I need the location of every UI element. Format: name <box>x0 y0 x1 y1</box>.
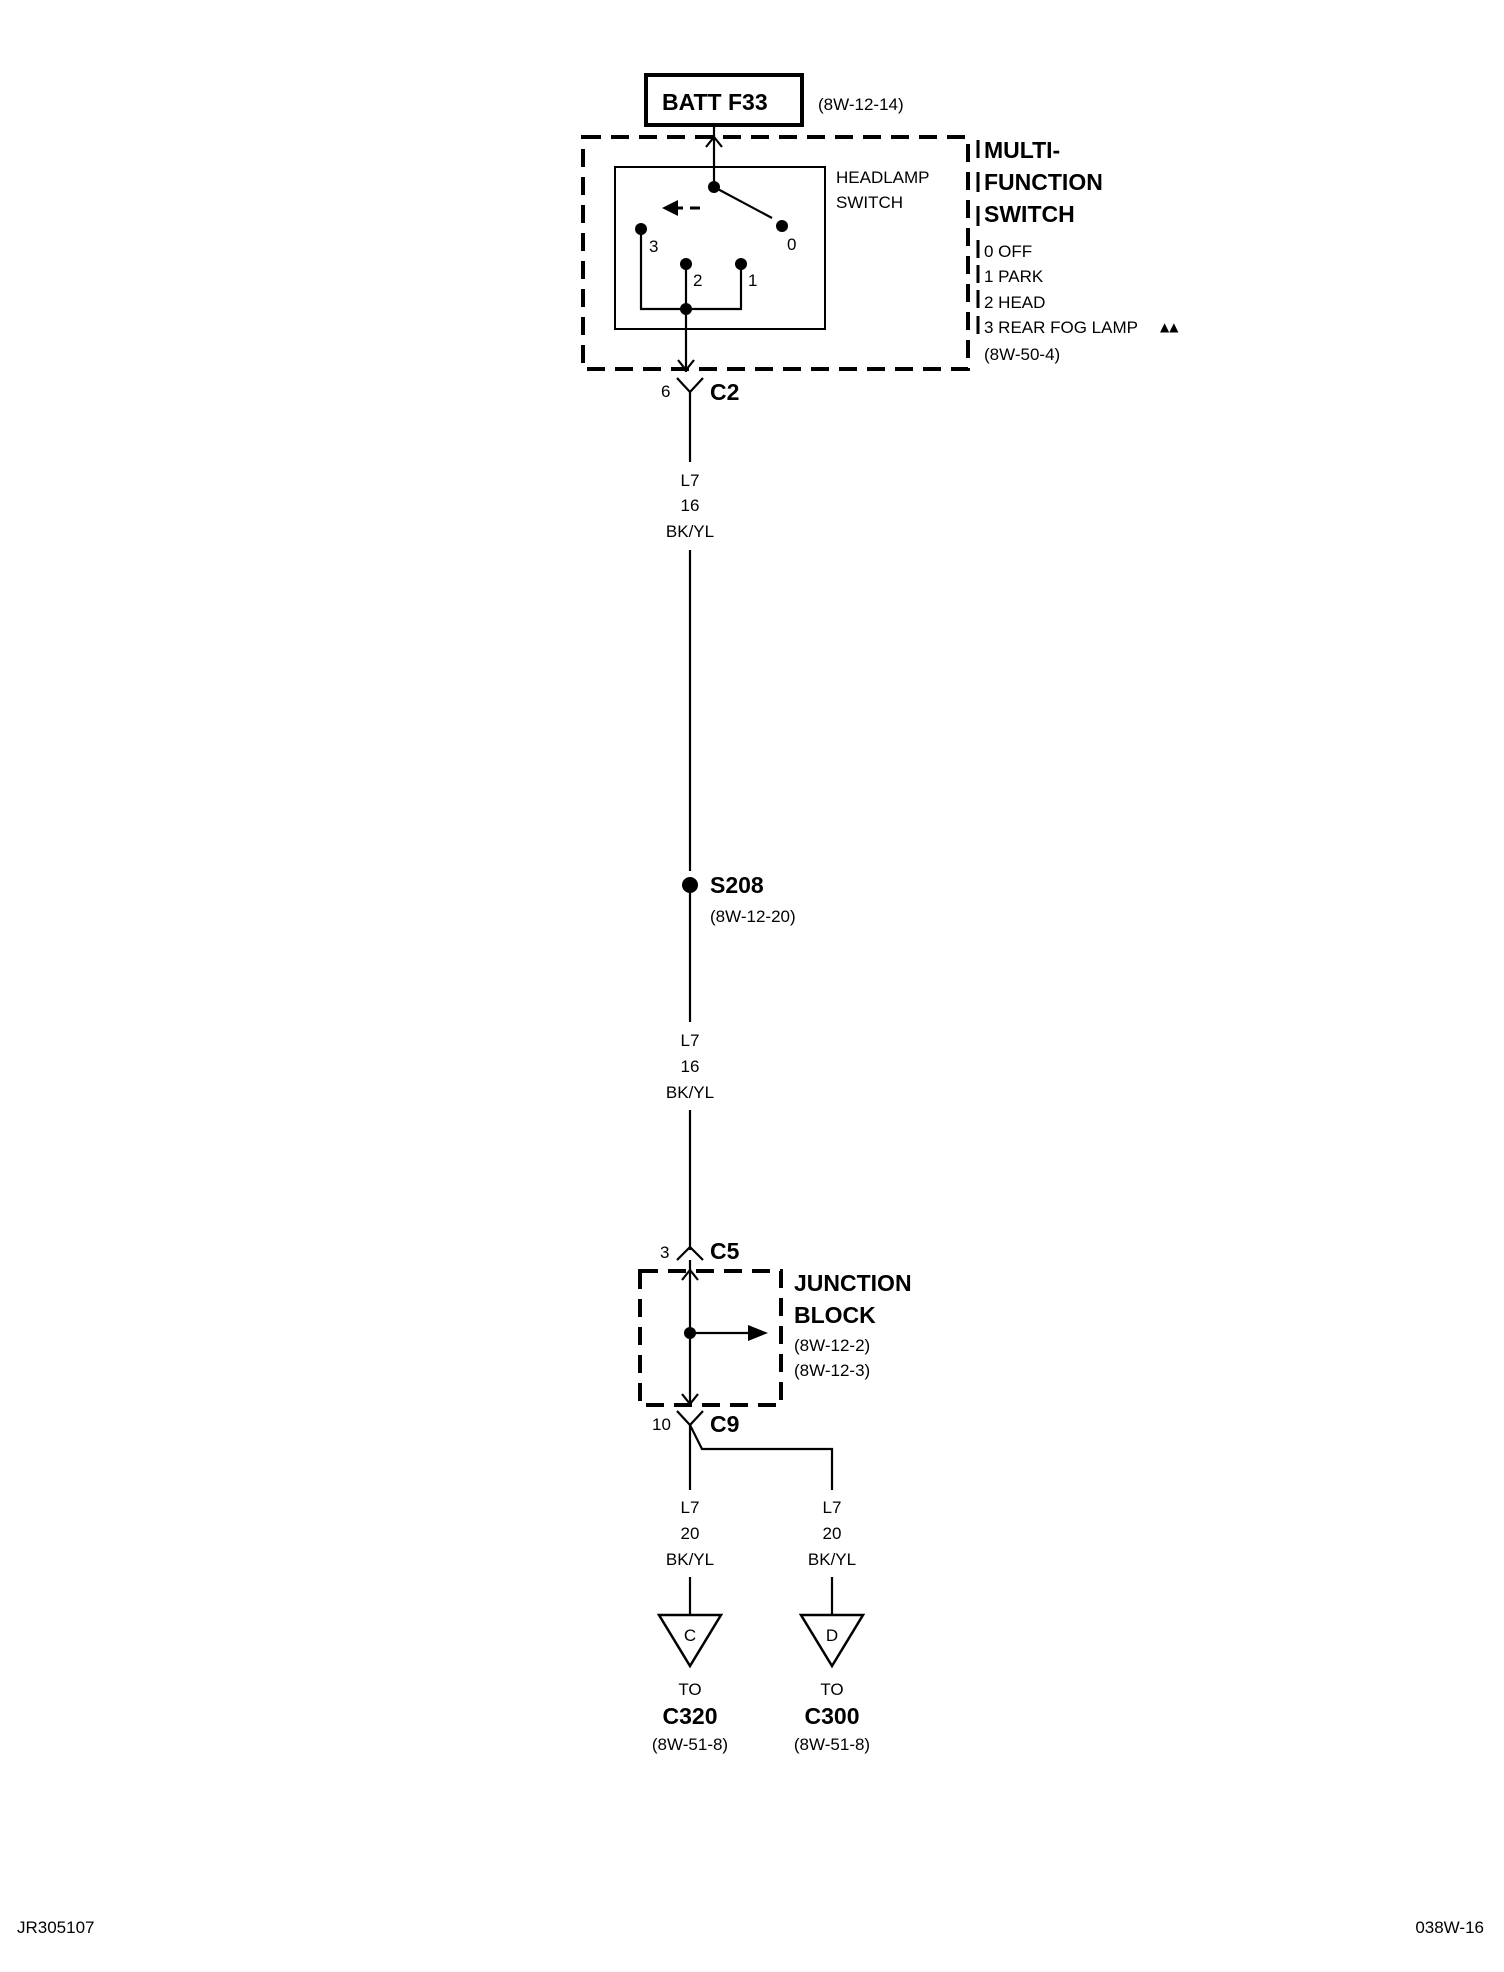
wire-right-color: BK/YL <box>808 1550 856 1569</box>
c9-pin: 10 <box>652 1415 671 1434</box>
contact-2-label: 2 <box>693 271 702 290</box>
c9-connector-symbol <box>676 1410 704 1427</box>
dest-c-letter: C <box>684 1626 696 1645</box>
rotation-arrow-head <box>662 200 678 216</box>
jb-branch-arrow <box>748 1325 768 1341</box>
position-1: 1 PARK <box>984 267 1044 286</box>
position-3: 3 REAR FOG LAMP <box>984 318 1138 337</box>
wire-top-circuit: L7 <box>681 471 700 490</box>
feed-arrow-head <box>705 135 723 148</box>
dest-d-letter: D <box>826 1626 838 1645</box>
switch-ref: (8W-50-4) <box>984 345 1060 364</box>
c2-name: C2 <box>710 379 739 405</box>
footer-left-code: JR305107 <box>17 1918 95 1937</box>
wire-top-color: BK/YL <box>666 522 714 541</box>
c9-name: C9 <box>710 1411 739 1437</box>
splice-s208 <box>682 877 698 893</box>
dest-d-ref: (8W-51-8) <box>794 1735 870 1754</box>
junction-block-boundary <box>638 1269 783 1407</box>
contact-0 <box>776 220 788 232</box>
wire-mid-gauge: 16 <box>681 1057 700 1076</box>
fuse-box <box>644 73 804 127</box>
contact-1-label: 1 <box>748 271 757 290</box>
switch-title-3: SWITCH <box>984 201 1075 227</box>
dest-c-triangle <box>656 1613 724 1669</box>
jb-title-2: BLOCK <box>794 1302 876 1328</box>
fuse-ref: (8W-12-14) <box>818 95 904 114</box>
dest-d-triangle <box>798 1613 866 1669</box>
switch-title-1: MULTI- <box>984 137 1060 163</box>
jb-ref-1: (8W-12-2) <box>794 1336 870 1355</box>
headlamp-switch-box <box>614 166 826 330</box>
headlamp-switch-label-1: HEADLAMP <box>836 168 930 187</box>
wire-right-branch <box>689 1424 834 1490</box>
headlamp-switch-label-2: SWITCH <box>836 193 903 212</box>
wire-mid-circuit: L7 <box>681 1031 700 1050</box>
wire-top-gauge: 16 <box>681 496 700 515</box>
jb-top-arrow <box>681 1268 699 1281</box>
dest-c-to: TO <box>678 1680 701 1699</box>
switch-title-2: FUNCTION <box>984 169 1103 195</box>
wire-left-color: BK/YL <box>666 1550 714 1569</box>
wire-mid-color: BK/YL <box>666 1083 714 1102</box>
contact-3-wire <box>639 229 689 311</box>
wire-right-gauge: 20 <box>823 1524 842 1543</box>
c5-connector-symbol <box>676 1245 704 1261</box>
switch-output-arrow <box>677 359 695 372</box>
dest-c-ref: (8W-51-8) <box>652 1735 728 1754</box>
wire-left-circuit: L7 <box>681 1498 700 1517</box>
dest-d-to: TO <box>820 1680 843 1699</box>
wire-left-gauge: 20 <box>681 1524 700 1543</box>
position-0: 0 OFF <box>984 242 1032 261</box>
contact-3-label: 3 <box>649 237 658 256</box>
splice-name: S208 <box>710 872 764 898</box>
fuse-label: BATT F33 <box>662 89 768 115</box>
splice-ref: (8W-12-20) <box>710 907 796 926</box>
dest-d-connector: C300 <box>805 1703 860 1729</box>
c5-name: C5 <box>710 1238 740 1264</box>
dest-c-connector: C320 <box>663 1703 718 1729</box>
jb-ref-2: (8W-12-3) <box>794 1361 870 1380</box>
contact-0-label: 0 <box>787 235 796 254</box>
wire-right-circuit: L7 <box>823 1498 842 1517</box>
c2-pin: 6 <box>661 382 670 401</box>
jb-title-1: JUNCTION <box>794 1270 912 1296</box>
switch-wiper <box>713 186 773 219</box>
position-2: 2 HEAD <box>984 293 1045 312</box>
position-3-triangles: ▲▲ <box>1160 320 1179 334</box>
jb-bottom-arrow <box>681 1393 699 1406</box>
footer-right-code: 038W-16 <box>1415 1918 1484 1937</box>
contact-1-wire <box>686 264 743 311</box>
c5-pin: 3 <box>660 1243 669 1262</box>
c2-connector-symbol <box>676 377 704 394</box>
